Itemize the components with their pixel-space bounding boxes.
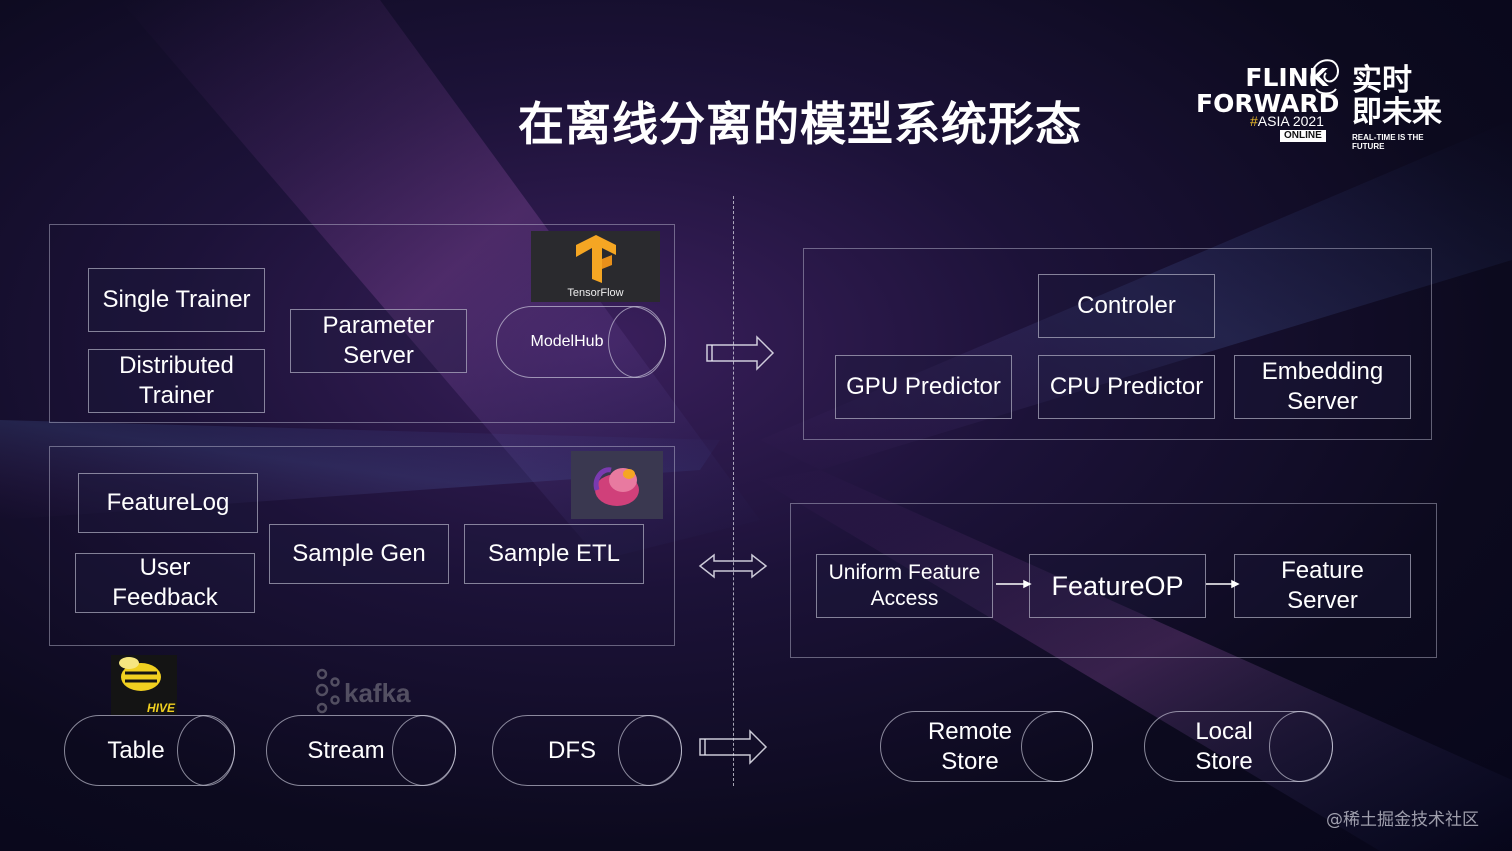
logo-asia: #ASIA 2021: [1250, 113, 1324, 129]
model-sync-arrow: [706, 335, 775, 371]
kafka-logo: kafka: [310, 668, 411, 719]
training-group: [49, 224, 675, 423]
storage-sync-arrow: [699, 729, 768, 765]
sample-gen-box: Sample Gen: [269, 524, 449, 584]
tensorflow-logo: TensorFlow: [531, 231, 660, 302]
feature-sync-double-arrow: [698, 553, 768, 579]
kafka-icon: [315, 668, 340, 714]
cpu-predictor-box: CPU Predictor: [1038, 355, 1215, 419]
controler-box: Controler: [1038, 274, 1215, 338]
flink-squirrel-icon: [593, 467, 639, 506]
watermark: @稀土掘金技术社区: [1326, 810, 1479, 830]
stream-cylinder: Stream: [266, 715, 456, 786]
table-cylinder: Table: [64, 715, 235, 786]
hive-logo: HIVE: [111, 655, 177, 715]
modelhub-cylinder: ModelHub: [496, 306, 666, 378]
single-trainer-box: Single Trainer: [88, 268, 265, 332]
serving-group: [803, 248, 1432, 440]
feature-group: [790, 503, 1437, 658]
featurelog-box: FeatureLog: [78, 473, 258, 533]
flink-forward-logo: FLINK FORWARD #ASIA 2021 ONLINE 实时 即未来 R…: [1196, 55, 1456, 151]
gpu-predictor-box: GPU Predictor: [835, 355, 1012, 419]
hive-bee-icon: [119, 657, 161, 691]
sample-group: [49, 446, 675, 646]
sample-etl-box: Sample ETL: [464, 524, 644, 584]
logo-cn: 实时 即未来: [1352, 63, 1442, 130]
logo-wordmark: FLINK FORWARD: [1196, 63, 1340, 118]
page-title: 在离线分离的模型系统形态: [518, 97, 1082, 151]
squirrel-icon: [1310, 59, 1339, 95]
logo-online-badge: ONLINE: [1280, 130, 1326, 142]
logo-tagline: REAL-TIME IS THE FUTURE: [1352, 133, 1424, 151]
dfs-cylinder: DFS: [492, 715, 682, 786]
featureop-box: FeatureOP: [1029, 554, 1206, 618]
flink-logo: [571, 451, 663, 519]
tensorflow-icon: [575, 234, 616, 283]
offline-online-divider: [733, 196, 734, 786]
